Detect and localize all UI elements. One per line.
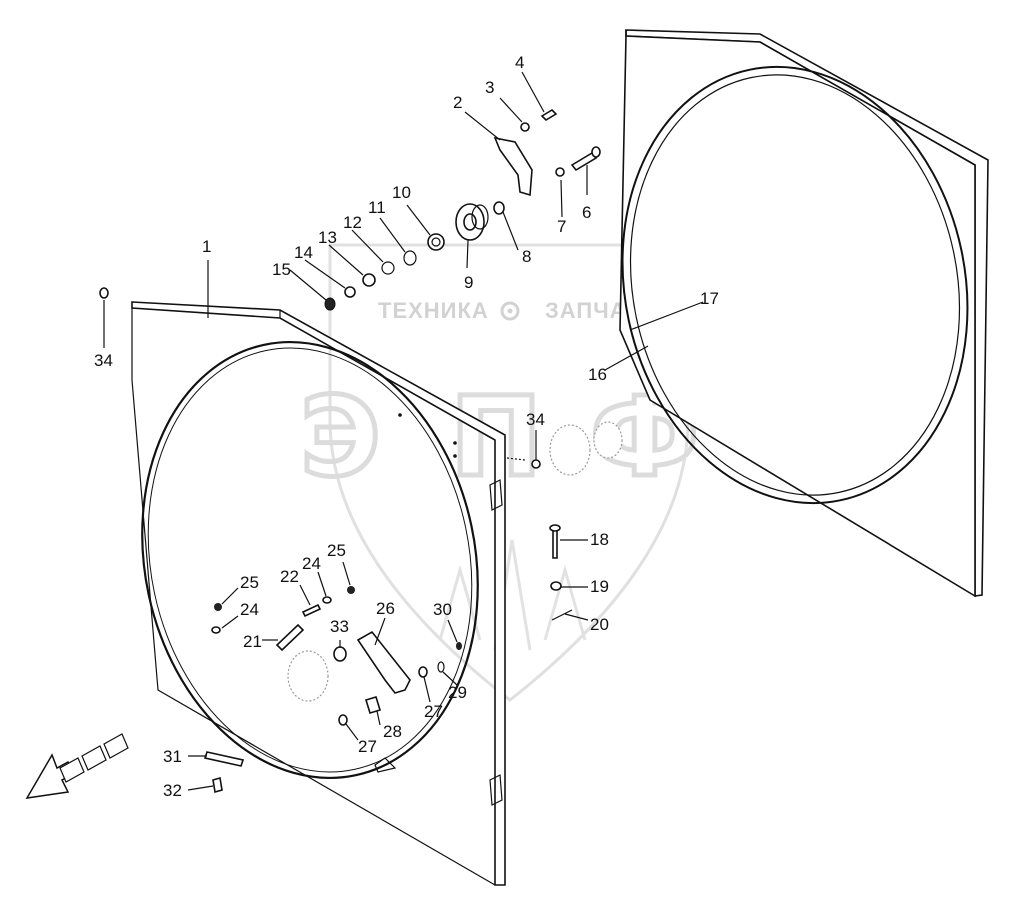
callout-3: 3 <box>485 78 494 97</box>
callout-33: 33 <box>330 617 349 636</box>
callout-2: 2 <box>453 93 462 112</box>
callout-25-right: 25 <box>327 541 346 560</box>
callout-32: 32 <box>163 781 182 800</box>
leader-lines <box>103 71 704 791</box>
callout-24-upper: 24 <box>302 554 321 573</box>
callout-17: 17 <box>700 289 719 308</box>
callout-4: 4 <box>515 53 524 72</box>
callout-19: 19 <box>590 577 609 596</box>
callout-1: 1 <box>202 237 211 256</box>
direction-arrow-icon <box>25 733 129 799</box>
front-panel <box>131 301 506 886</box>
callout-13: 13 <box>318 228 337 247</box>
callout-10: 10 <box>392 183 411 202</box>
callout-31: 31 <box>163 747 182 766</box>
callout-27-right: 27 <box>424 702 443 721</box>
callout-9: 9 <box>464 273 473 292</box>
callout-25-left: 25 <box>240 573 259 592</box>
callout-16: 16 <box>588 365 607 384</box>
callout-34-center: 34 <box>526 410 545 429</box>
callout-18: 18 <box>590 530 609 549</box>
callout-12: 12 <box>343 213 362 232</box>
callout-20: 20 <box>590 615 609 634</box>
watermark-letter-1: Э <box>300 373 381 501</box>
callout-numbers: 1 2 3 4 6 7 8 9 10 11 12 13 14 15 16 17 … <box>94 53 719 800</box>
callout-30: 30 <box>433 600 452 619</box>
callout-6: 6 <box>582 203 591 222</box>
callout-24-lower: 24 <box>240 600 259 619</box>
callout-27-left: 27 <box>358 737 377 756</box>
callout-34-left: 34 <box>94 351 113 370</box>
small-parts <box>99 108 601 794</box>
callout-11: 11 <box>368 198 386 217</box>
callout-21: 21 <box>243 632 262 651</box>
callout-15: 15 <box>272 260 291 279</box>
callout-22: 22 <box>280 567 299 586</box>
callout-28: 28 <box>383 722 402 741</box>
watermark-left-text: ТЕХНИКА <box>378 298 489 323</box>
rear-panel <box>619 29 989 598</box>
callout-14: 14 <box>294 243 313 262</box>
gear-icon <box>500 301 520 321</box>
callout-29: 29 <box>448 683 467 702</box>
callout-8: 8 <box>522 247 531 266</box>
callout-26: 26 <box>376 599 395 618</box>
hidden-gear-parts <box>287 421 623 702</box>
callout-7: 7 <box>557 217 566 236</box>
